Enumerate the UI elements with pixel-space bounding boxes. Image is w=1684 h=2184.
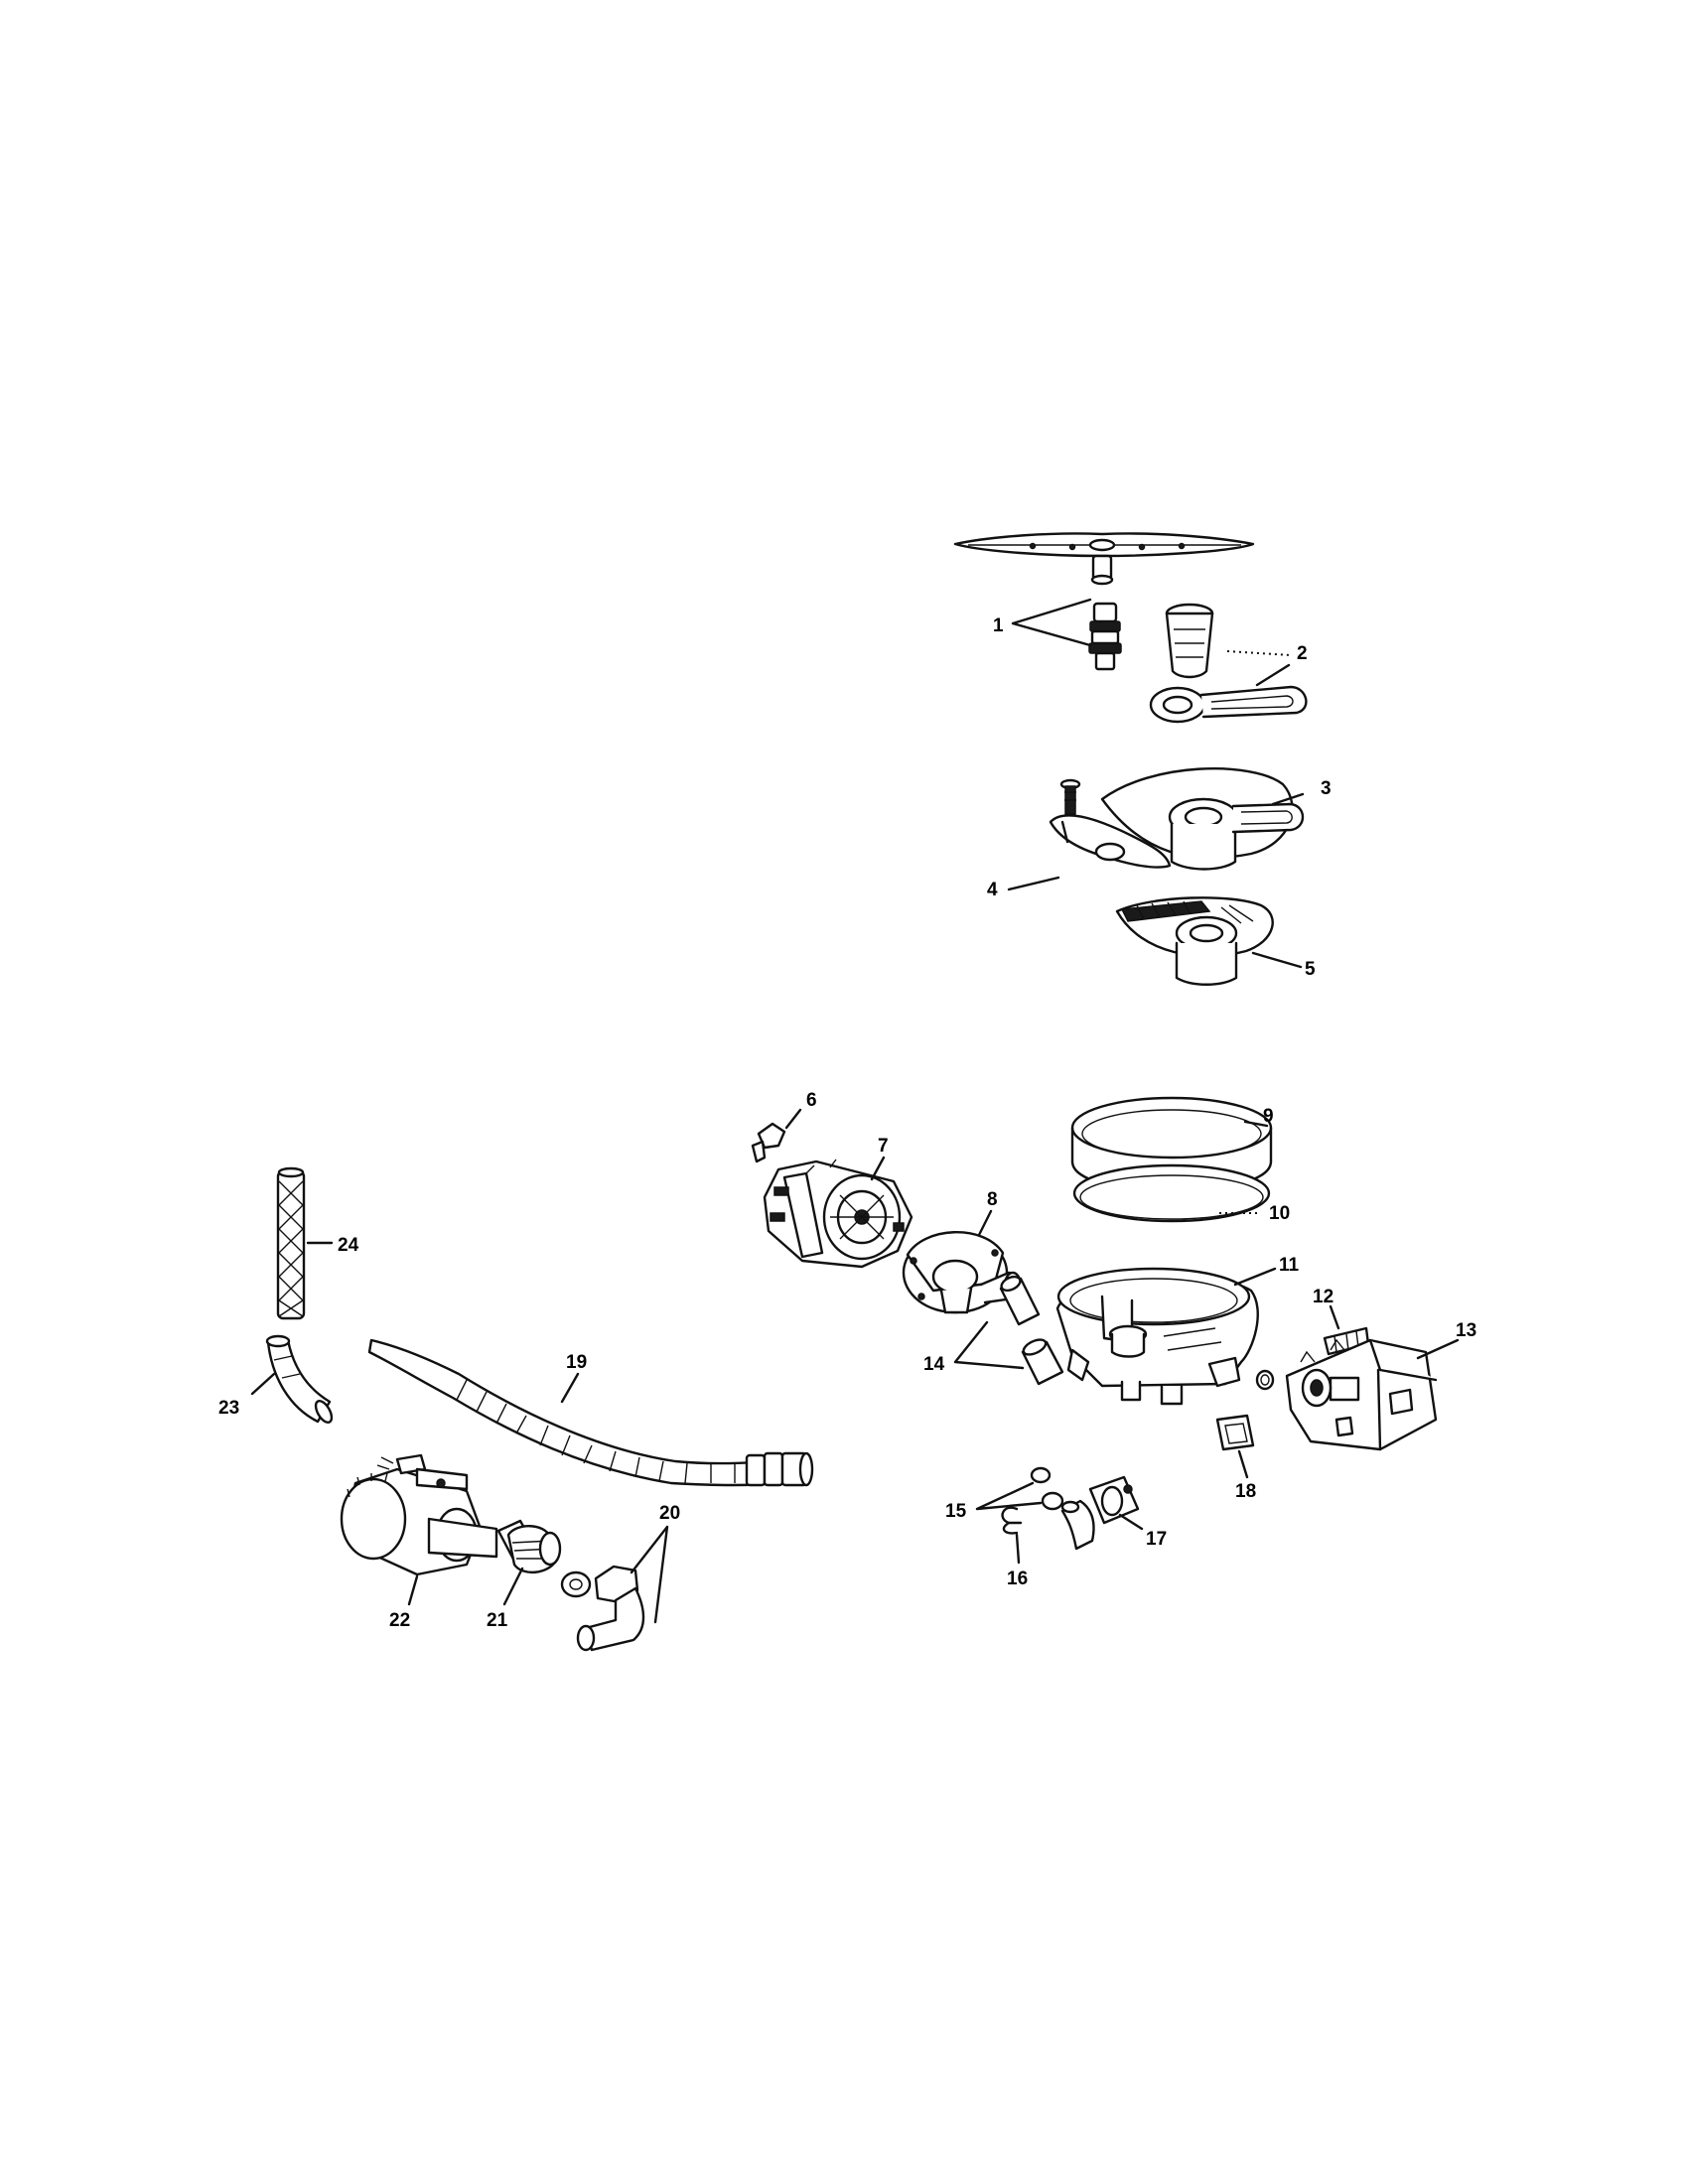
callout-19: 19 <box>566 1352 587 1373</box>
part-23-elbow-hose <box>265 1334 334 1425</box>
callout-6: 6 <box>806 1090 817 1111</box>
part-20-fitting-set <box>560 1565 645 1652</box>
callout-8: 8 <box>987 1189 998 1210</box>
part-17-elbow-fitting <box>1060 1475 1140 1551</box>
part-15-o-rings <box>1030 1466 1064 1511</box>
part-3-shield-plate <box>1100 767 1305 871</box>
callout-9: 9 <box>1263 1106 1274 1127</box>
callout-5: 5 <box>1305 959 1316 980</box>
leader-lines <box>250 598 1460 1624</box>
callout-18: 18 <box>1235 1481 1256 1502</box>
part-9-ring-seal <box>1070 1096 1273 1193</box>
callout-16: 16 <box>1007 1569 1028 1589</box>
part-11-sump-housing <box>1055 1267 1259 1406</box>
part-10-gasket <box>1072 1163 1271 1223</box>
callout-24: 24 <box>338 1235 359 1256</box>
part-22-valve <box>340 1453 498 1576</box>
part-7-motor <box>763 1159 913 1269</box>
part-4-bracket-and-screw <box>1049 778 1172 869</box>
callout-15: 15 <box>945 1501 967 1522</box>
part-14-sleeves <box>999 1275 1064 1386</box>
callout-12: 12 <box>1313 1287 1333 1307</box>
part-1-spray-arm-hub <box>1088 602 1122 671</box>
part-21-bellows-connector <box>496 1519 562 1573</box>
callout-3: 3 <box>1321 778 1332 799</box>
callout-14: 14 <box>923 1354 945 1375</box>
part-8-pump-housing <box>902 1231 1023 1314</box>
part-13-pump-motor-unit <box>1285 1338 1438 1451</box>
part-19-corrugated-hose <box>367 1338 814 1487</box>
callout-21: 21 <box>487 1610 508 1631</box>
callout-4: 4 <box>987 880 998 900</box>
callout-labels: 1 2 3 4 5 6 7 8 9 10 11 12 13 14 15 16 1… <box>218 615 1476 1631</box>
part-18-gasket <box>1215 1369 1275 1451</box>
part-24-braided-hose <box>276 1166 306 1320</box>
callout-22: 22 <box>389 1610 410 1631</box>
part-5-filter-screen <box>1115 896 1274 986</box>
callout-7: 7 <box>878 1136 889 1157</box>
callout-17: 17 <box>1146 1529 1167 1550</box>
part-6-clip <box>751 1122 786 1163</box>
callout-13: 13 <box>1456 1320 1476 1341</box>
callout-11: 11 <box>1279 1255 1300 1276</box>
part-1-spray-arm <box>953 532 1255 586</box>
part-16-clip <box>1001 1506 1023 1535</box>
callout-20: 20 <box>659 1503 680 1524</box>
callout-10: 10 <box>1269 1203 1290 1224</box>
part-2-filter-assembly <box>1149 603 1308 724</box>
callout-2: 2 <box>1297 643 1308 664</box>
callout-1: 1 <box>993 615 1004 636</box>
callout-23: 23 <box>218 1398 239 1419</box>
